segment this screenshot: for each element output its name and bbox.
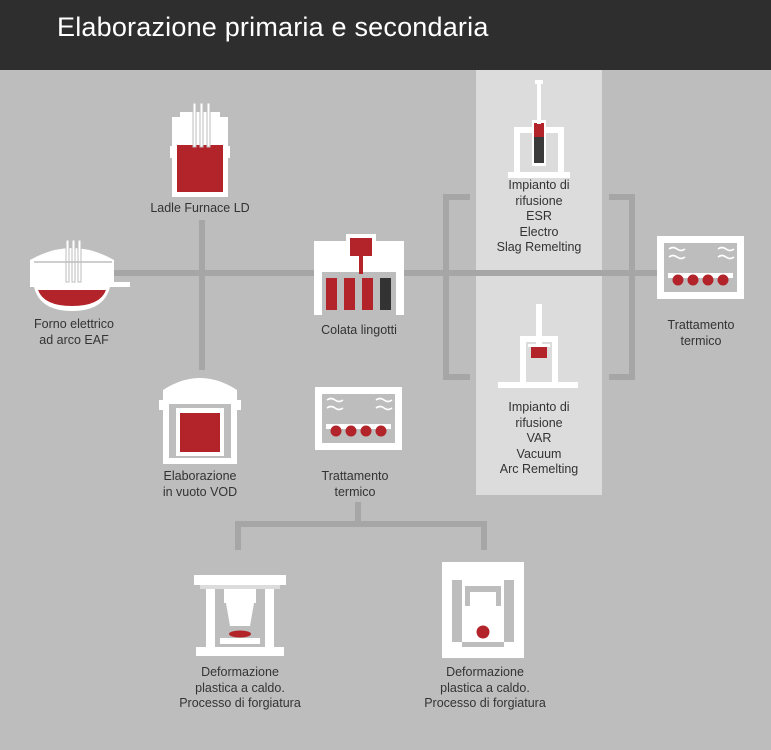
heat-treatment-furnace-icon-2	[657, 236, 744, 299]
esr-remelting-icon	[508, 80, 570, 178]
ingot-casting-icon	[314, 234, 404, 315]
node-vod-label: Elaborazione in vuoto VOD	[162, 469, 238, 499]
node-var-label: Impianto di rifusione VAR Vacuum Arc Rem…	[499, 400, 579, 476]
node-heat-treatment-2-label: Trattamento termico	[667, 318, 735, 348]
node-esr-label: Impianto di rifusione ESR Electro Slag R…	[496, 178, 582, 254]
var-remelting-icon	[498, 304, 578, 388]
hammer-press-icon	[442, 562, 524, 658]
header-bar: Elaborazione primaria e secondaria	[0, 0, 771, 70]
connector-lines	[100, 194, 658, 550]
forging-press-icon	[194, 575, 286, 656]
ladle-furnace-icon	[170, 102, 230, 197]
node-forging-1-label: Deformazione plastica a caldo. Processo …	[179, 665, 301, 710]
node-ingot-casting-label: Colata lingotti	[321, 323, 397, 337]
vacuum-degassing-icon	[159, 378, 241, 464]
page-title: Elaborazione primaria e secondaria	[57, 12, 489, 42]
node-forging-2-label: Deformazione plastica a caldo. Processo …	[424, 665, 546, 710]
node-ladle-furnace-label: Ladle Furnace LD	[150, 201, 250, 215]
node-heat-treatment-1-label: Trattamento termico	[321, 469, 389, 499]
node-eaf-label: Forno elettrico ad arco EAF	[34, 317, 114, 347]
heat-treatment-furnace-icon	[315, 387, 402, 450]
electric-arc-furnace-icon	[30, 239, 130, 311]
